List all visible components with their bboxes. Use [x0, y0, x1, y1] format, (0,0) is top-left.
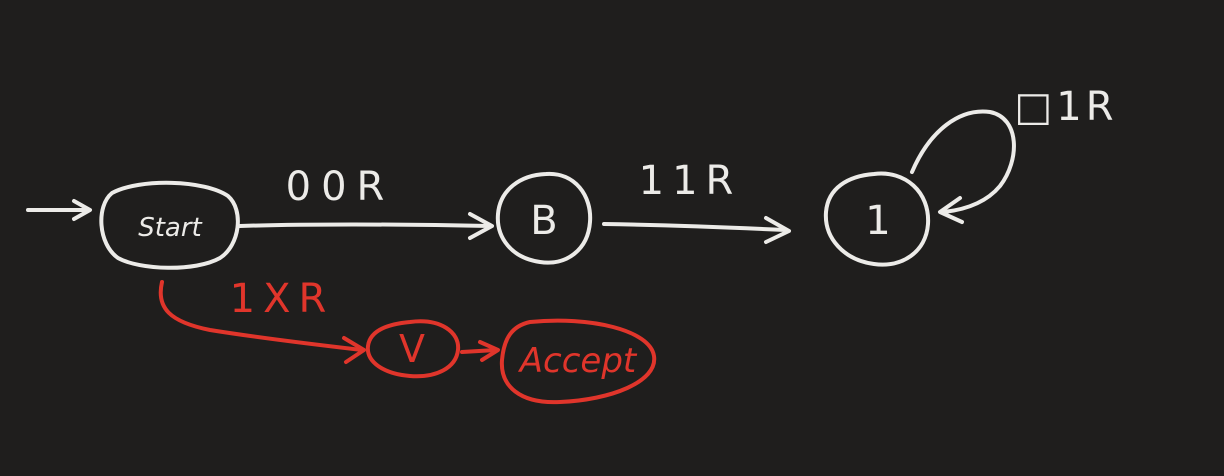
edge-b-to-one-head: [764, 216, 791, 244]
edge-start-to-b: [238, 222, 492, 228]
state-v-circle: [365, 319, 461, 379]
transition-start-to-b-label: 00R: [286, 164, 395, 210]
edge-v-to-accept-head: [478, 340, 500, 362]
red-ink-layer: [158, 280, 657, 405]
transition-b-to-one-label: 11R: [639, 158, 742, 204]
edge-one-loop: [910, 109, 1016, 214]
edge-start-to-b-head: [468, 212, 494, 240]
edge-start-to-v: [158, 280, 364, 352]
edge-one-loop-head: [938, 196, 964, 224]
state-accept-circle: [499, 318, 657, 405]
state-b-circle: [495, 171, 593, 265]
state-v-label: V: [399, 327, 425, 371]
initial-arrow-head: [72, 199, 92, 221]
state-accept-label: Accept: [518, 341, 638, 381]
edge-b-to-one: [602, 222, 788, 232]
edge-start-to-v-head: [342, 336, 366, 364]
state-b-label: B: [530, 198, 557, 244]
state-one-label: 1: [865, 198, 890, 244]
transition-start-to-v-label: 1XR: [230, 276, 335, 322]
state-start-label: Start: [138, 213, 202, 243]
state-start-circle: [99, 180, 240, 270]
edge-v-to-accept: [460, 348, 498, 354]
transition-one-loop-label: □1R: [1014, 84, 1117, 130]
state-one-circle: [823, 171, 931, 267]
white-ink-layer: [26, 109, 1016, 270]
